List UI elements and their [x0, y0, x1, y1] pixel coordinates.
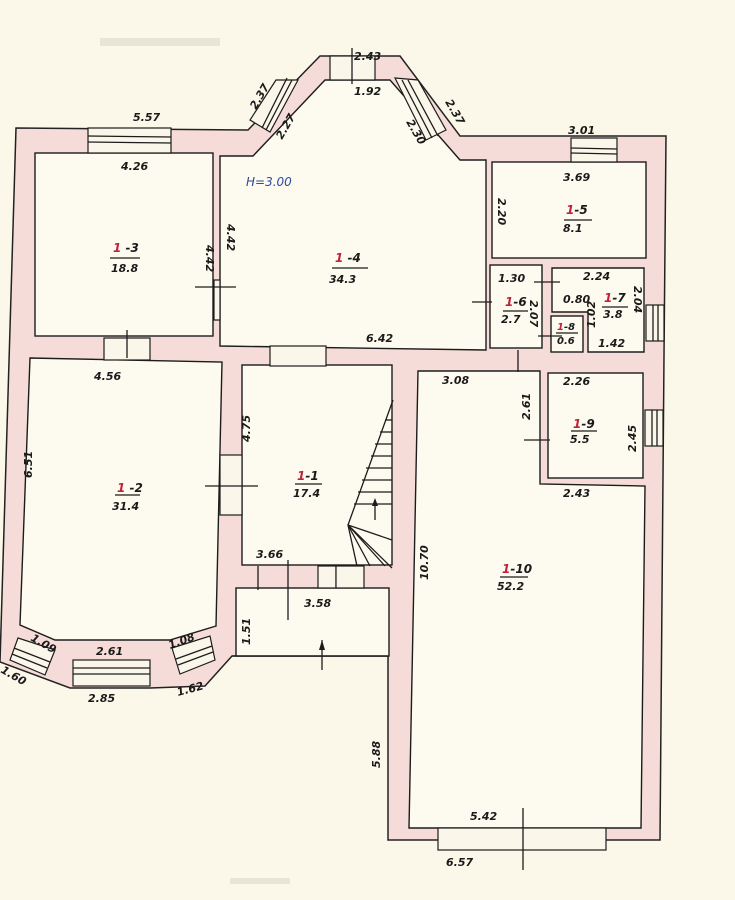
svg-text:4.26: 4.26	[120, 160, 148, 173]
room-1-10[interactable]	[408, 370, 646, 829]
dimension-labels: 5.57 4.26 4.42 4.42 6.42 2.43 1.92 2.37 …	[0, 50, 644, 869]
svg-text:2.04: 2.04	[631, 286, 644, 313]
room-1-2[interactable]	[19, 357, 223, 641]
window	[87, 127, 172, 154]
svg-text:4.56: 4.56	[93, 370, 121, 383]
room-label-1-7: 1-7 3.8	[602, 291, 628, 321]
room-1-8[interactable]	[550, 315, 584, 353]
svg-text:2.85: 2.85	[88, 692, 115, 705]
room-1-5[interactable]	[491, 161, 647, 259]
windows	[9, 48, 665, 851]
room-1-3[interactable]	[34, 152, 214, 337]
room-1-6[interactable]	[489, 264, 543, 349]
svg-text:1-7: 1-7	[604, 291, 626, 305]
svg-text:1-5: 1-5	[566, 203, 588, 217]
svg-text:1-8: 1-8	[557, 322, 575, 333]
window	[171, 635, 216, 675]
svg-text:1.30: 1.30	[498, 272, 525, 285]
svg-text:2.07: 2.07	[527, 300, 540, 327]
svg-text:5.42: 5.42	[470, 810, 497, 823]
window	[645, 304, 665, 342]
svg-text:1.42: 1.42	[598, 337, 625, 350]
svg-text:1-6: 1-6	[505, 295, 527, 309]
svg-text:2.45: 2.45	[626, 425, 639, 452]
svg-text:3.08: 3.08	[442, 374, 469, 387]
svg-text:6.42: 6.42	[366, 332, 393, 345]
svg-text:2.7: 2.7	[501, 313, 521, 326]
window	[393, 77, 447, 141]
room-label-1-4: 1 -4 34.3	[329, 251, 368, 286]
svg-text:8.1: 8.1	[563, 222, 583, 235]
svg-text:2.43: 2.43	[354, 50, 381, 63]
svg-text:17.4: 17.4	[293, 487, 320, 500]
svg-text:6.57: 6.57	[446, 856, 473, 869]
staircase	[347, 399, 394, 569]
svg-text:3.66: 3.66	[256, 548, 283, 561]
svg-text:10.70: 10.70	[418, 545, 431, 580]
svg-text:4.42: 4.42	[203, 244, 216, 272]
svg-text:52.2: 52.2	[497, 580, 524, 593]
svg-text:2.24: 2.24	[583, 270, 610, 283]
svg-text:0.6: 0.6	[557, 336, 575, 347]
svg-text:4.42: 4.42	[224, 223, 237, 251]
scan-artifact	[100, 38, 220, 46]
room-1-9[interactable]	[547, 372, 644, 479]
svg-text:2.20: 2.20	[495, 198, 508, 225]
svg-text:1-1: 1-1	[297, 469, 319, 483]
svg-text:18.8: 18.8	[111, 262, 138, 275]
ceiling-height-label: H=3.00	[246, 175, 292, 189]
window	[570, 137, 618, 163]
svg-text:3.69: 3.69	[563, 171, 590, 184]
svg-text:1.51: 1.51	[240, 618, 253, 645]
window	[644, 409, 664, 447]
svg-text:5.57: 5.57	[133, 111, 160, 124]
svg-text:3.58: 3.58	[304, 597, 331, 610]
svg-text:2.43: 2.43	[563, 487, 590, 500]
svg-text:34.3: 34.3	[329, 273, 356, 286]
room-label-1-1: 1-1 17.4	[293, 469, 322, 500]
svg-text:1.02: 1.02	[585, 301, 598, 328]
svg-text:2.26: 2.26	[563, 375, 590, 388]
room-label-1-10: 1-10 52.2	[497, 562, 532, 593]
svg-text:2.61: 2.61	[520, 393, 533, 420]
room-label-1-8: 1-8 0.6	[556, 322, 578, 347]
svg-text:1 -2: 1 -2	[117, 481, 143, 495]
svg-text:1-9: 1-9	[573, 417, 595, 431]
svg-text:31.4: 31.4	[112, 500, 139, 513]
room-label-1-9: 1-9 5.5	[570, 417, 597, 446]
room-1-7[interactable]	[551, 267, 645, 353]
svg-text:1 -4: 1 -4	[335, 251, 361, 265]
svg-text:4.75: 4.75	[240, 415, 253, 443]
room-label-1-3: 1 -3 18.8	[110, 241, 140, 275]
svg-text:1-10: 1-10	[502, 562, 532, 576]
svg-text:0.80: 0.80	[563, 293, 590, 306]
room-label-1-2: 1 -2 31.4	[112, 481, 143, 513]
svg-text:6.51: 6.51	[22, 451, 35, 478]
svg-text:2.61: 2.61	[96, 645, 123, 658]
svg-text:1 -3: 1 -3	[113, 241, 139, 255]
svg-text:3.8: 3.8	[603, 308, 623, 321]
doorways	[103, 279, 562, 870]
scan-artifact	[230, 878, 290, 884]
svg-text:5.5: 5.5	[570, 433, 590, 446]
svg-text:3.01: 3.01	[568, 124, 595, 137]
svg-text:5.88: 5.88	[370, 741, 383, 768]
garage-door	[437, 827, 607, 851]
room-label-1-6: 1-6 2.7	[501, 295, 528, 326]
room-label-1-5: 1-5 8.1	[563, 203, 592, 235]
window	[9, 637, 56, 676]
window	[249, 79, 300, 133]
window	[72, 659, 151, 687]
svg-text:1.92: 1.92	[354, 85, 381, 98]
